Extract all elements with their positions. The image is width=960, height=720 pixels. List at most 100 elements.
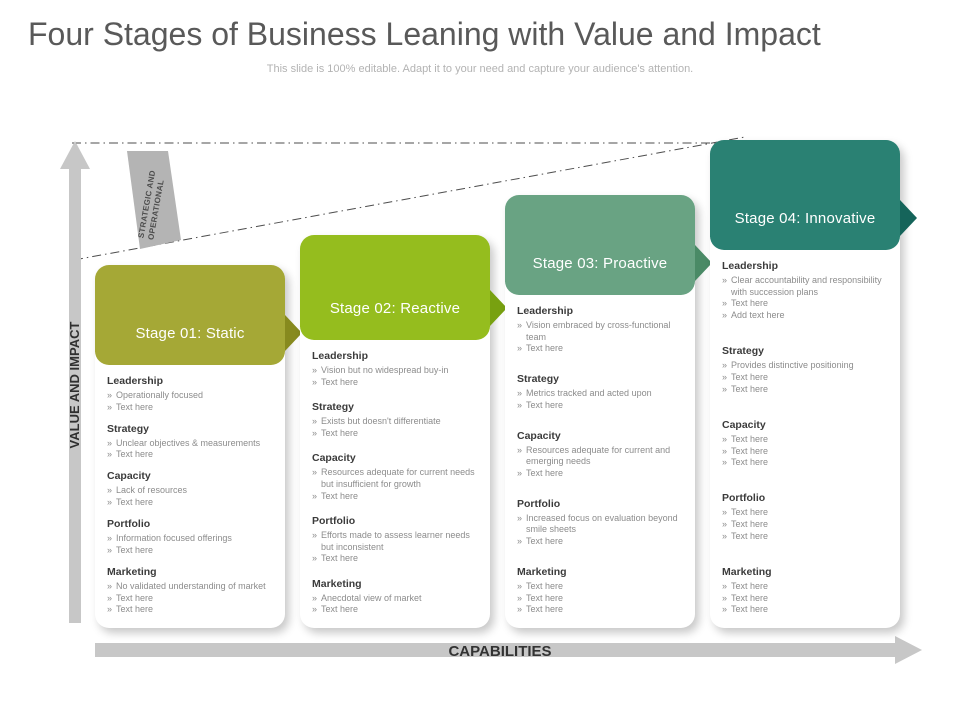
stage-card: Stage 02: Reactive Leadership»Vision but…: [300, 235, 507, 628]
bullet-text: Text here: [526, 580, 564, 591]
bullet-text: Unclear objectives & measurements: [116, 437, 261, 448]
bullet-text: Text here: [526, 536, 564, 547]
bullet-text: Text here: [731, 580, 769, 591]
bullet-glyph-icon: »: [517, 343, 523, 354]
bullet-text: Add text here: [731, 310, 785, 321]
bullet-item: »Anecdotal view of market: [312, 593, 478, 605]
card-section: Leadership»Clear accountability and resp…: [722, 260, 888, 322]
bullet-glyph-icon: »: [722, 530, 728, 541]
bullet-text: Exists but doesn't differentiate: [321, 416, 441, 427]
stage-card: Stage 01: Static Leadership»Operationall…: [95, 265, 302, 628]
bullet-text: Anecdotal view of market: [321, 592, 422, 603]
bullet-item: »Text here: [517, 604, 683, 616]
bullet-text: Operationally focused: [116, 390, 204, 400]
bullet-text: Text here: [526, 399, 564, 410]
bullet-item: »Text here: [722, 434, 888, 446]
section-heading: Portfolio: [517, 497, 561, 510]
bullet-text: Text here: [731, 298, 769, 309]
bullet-glyph-icon: »: [312, 376, 318, 387]
bullet-text: Text here: [731, 457, 769, 468]
section-heading: Capacity: [517, 429, 561, 442]
bullet-glyph-icon: »: [722, 275, 728, 285]
stage-title: Stage 04: Innovative: [734, 210, 876, 227]
bullet-item: »Text here: [722, 457, 888, 469]
bullet-text: Resources adequate for current and emerg…: [526, 444, 671, 467]
stage-title: Stage 03: Proactive: [532, 255, 668, 272]
bullet-text: Information focused offerings: [116, 533, 232, 544]
card-section: Marketing»Anecdotal view of market»Text …: [312, 578, 478, 616]
bullet-item: »Text here: [517, 593, 683, 605]
bullet-item: »Text here: [722, 446, 888, 458]
bullet-item: »Resources adequate for current and emer…: [517, 445, 683, 468]
bullet-item: »Text here: [517, 400, 683, 412]
card-section: Strategy »Metrics tracked and acted upon»…: [517, 373, 683, 411]
card-section: Marketing»Text here»Text here»Text here: [722, 566, 888, 616]
strategic-operational-banner: [127, 151, 181, 249]
bullet-glyph-icon: »: [312, 592, 318, 603]
bullet-item: »Vision embraced by cross-functional tea…: [517, 320, 683, 343]
bullet-item: »Lack of resources: [107, 485, 273, 497]
card-section: Strategy»Exists but doesn't differentiat…: [312, 401, 478, 439]
bullet-glyph-icon: »: [517, 536, 523, 547]
bullet-item: »Text here: [722, 581, 888, 593]
bullet-text: Lack of resources: [116, 485, 188, 496]
section-heading: Capacity: [107, 470, 151, 483]
bullet-item: »Text here: [722, 531, 888, 543]
y-axis-shaft: [69, 167, 81, 623]
bullet-text: Vision but no widespread buy-in: [321, 365, 449, 375]
bullet-text: Text here: [321, 553, 359, 564]
bullet-item: »Text here: [517, 343, 683, 355]
bullet-text: Text here: [731, 433, 769, 444]
section-heading: Leadership: [107, 375, 164, 387]
bullet-item: »Metrics tracked and acted upon: [517, 388, 683, 400]
bullet-item: »Clear accountability and responsibility…: [722, 275, 888, 298]
page-title: Four Stages of Business Leaning with Val…: [28, 16, 821, 52]
bullet-glyph-icon: »: [107, 497, 113, 508]
stage-body: Leadership»Clear accountability and resp…: [710, 250, 900, 628]
bullet-glyph-icon: »: [517, 604, 523, 615]
bullet-item: »Add text here: [722, 310, 888, 322]
stage-ribbon: Stage 01: Static: [95, 315, 302, 352]
section-heading: Leadership: [517, 305, 574, 317]
bullet-item: »Text here: [517, 581, 683, 593]
bullet-text: Provides distinctive positioning: [731, 360, 854, 371]
bullet-item: »Text here: [312, 604, 478, 616]
stage-body: Leadership»Vision but no widespread buy-…: [300, 340, 490, 628]
bullet-glyph-icon: »: [107, 533, 113, 544]
bullet-glyph-icon: »: [722, 519, 728, 530]
card-section: Portfolio»Efforts made to assess learner…: [312, 515, 478, 565]
bullet-text: Resources adequate for current needs but…: [321, 467, 475, 489]
bullet-item: »Text here: [722, 604, 888, 616]
card-section: Strategy»Provides distinctive positionin…: [722, 345, 888, 395]
bullet-text: No validated understanding of market: [116, 580, 266, 591]
bullet-text: Text here: [731, 592, 769, 603]
section-heading: Strategy: [517, 373, 560, 386]
section-heading: Strategy: [312, 401, 355, 414]
bullet-glyph-icon: »: [107, 580, 113, 591]
card-section: Leadership»Vision but no widespread buy-…: [312, 350, 478, 388]
stage-title: Stage 02: Reactive: [329, 300, 461, 317]
section-heading: Portfolio: [722, 492, 766, 505]
bullet-text: Text here: [731, 383, 769, 394]
bullet-glyph-icon: »: [722, 360, 728, 371]
stage-card: Stage 04: Innovative Leadership»Clear ac…: [710, 140, 917, 628]
bullet-text: Text here: [526, 343, 564, 354]
bullet-item: »Text here: [107, 593, 273, 605]
card-section: Marketing»Text here»Text here»Text here: [517, 566, 683, 616]
bullet-text: Clear accountability and responsibility …: [731, 275, 882, 297]
bullet-text: Text here: [731, 519, 769, 530]
card-section: Portfolio»Increased focus on evaluation …: [517, 498, 683, 548]
bullet-item: »Text here: [722, 372, 888, 384]
bullet-text: Text here: [116, 497, 154, 508]
bullet-item: »Text here: [722, 593, 888, 605]
stage-body: Leadership»Operationally focused»Text he…: [95, 365, 285, 628]
stage-header: Stage 03: Proactive: [505, 195, 712, 295]
bullet-glyph-icon: »: [107, 449, 113, 460]
bullet-text: Text here: [321, 376, 359, 387]
bullet-glyph-icon: »: [312, 365, 318, 375]
x-axis-shaft: [95, 643, 895, 657]
card-section: Portfolio»Information focused offerings»…: [107, 518, 273, 556]
bullet-item: »Text here: [517, 536, 683, 548]
bullet-item: »Information focused offerings: [107, 533, 273, 545]
card-section: Leadership»Operationally focused»Text he…: [107, 375, 273, 413]
